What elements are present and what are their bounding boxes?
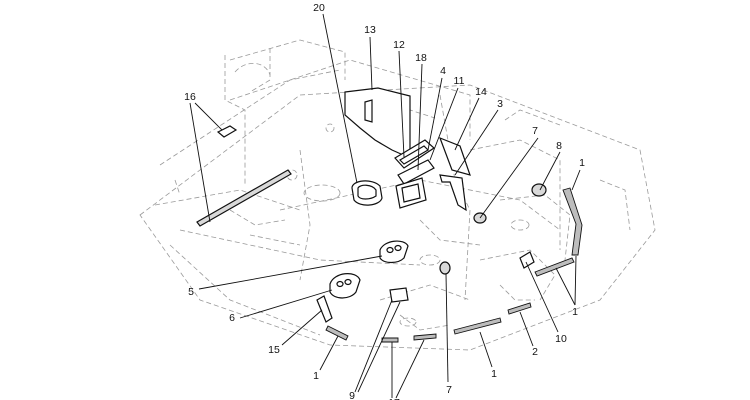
rod-part-16 [196,169,292,227]
callout-1-left: 1 [313,370,319,382]
callout-1-right: 1 [579,157,585,169]
callout-11: 11 [454,75,465,87]
callout-10: 10 [555,333,567,345]
callout-labels: 20 13 12 18 4 11 14 3 16 7 8 1 5 6 15 1 … [184,2,585,400]
grommet-8 [531,183,547,197]
callout-17: 17 [388,397,400,400]
callout-4: 4 [440,65,446,77]
leader-lines [189,13,581,399]
callout-7-bottom: 7 [446,384,452,396]
callout-1-bottom: 1 [491,368,497,380]
callout-6: 6 [229,312,235,324]
callout-18: 18 [415,52,427,64]
cover-slot-13 [364,99,373,123]
plate-6 [329,273,361,299]
plate-6-hole-a [336,280,344,288]
plate-5-hole-a [386,246,394,254]
plate-6-hole-b [344,278,352,286]
seal-strip-17a [381,337,399,343]
callout-13: 13 [364,24,376,36]
seal-strip-1-lower [534,257,575,277]
callout-12: 12 [393,39,405,51]
callout-14: 14 [475,86,487,98]
ring-seal-20-inner [357,184,377,200]
seal-strip-1-left [325,325,349,341]
callout-16: 16 [184,91,196,103]
cover-plate-13 [344,87,411,159]
guard-11 [438,136,471,176]
bracket-9 [389,287,409,303]
seal-strip-2 [507,302,532,315]
seal-strips [325,187,583,343]
callout-1-lower-right: 1 [572,306,578,318]
plate-5 [379,240,409,264]
bracket-part-16 [216,125,238,138]
clip-10 [519,251,535,269]
callout-3: 3 [497,98,503,110]
callout-20: 20 [313,2,325,14]
seal-strip-1-right [562,187,583,256]
guard-15 [316,295,333,323]
u-frame-3-inner [401,183,421,203]
callout-5: 5 [188,286,194,298]
callout-15: 15 [268,344,280,356]
parts [196,87,547,323]
grommet-7b [439,261,451,275]
seal-strip-17b [413,333,437,341]
guard-14 [439,174,467,212]
callout-8: 8 [556,140,562,152]
callout-9: 9 [349,390,355,400]
plate-5-hole-b [394,244,402,252]
callout-2: 2 [532,346,538,358]
callout-7-top: 7 [532,125,538,137]
seal-strip-1-bottom [453,317,502,335]
